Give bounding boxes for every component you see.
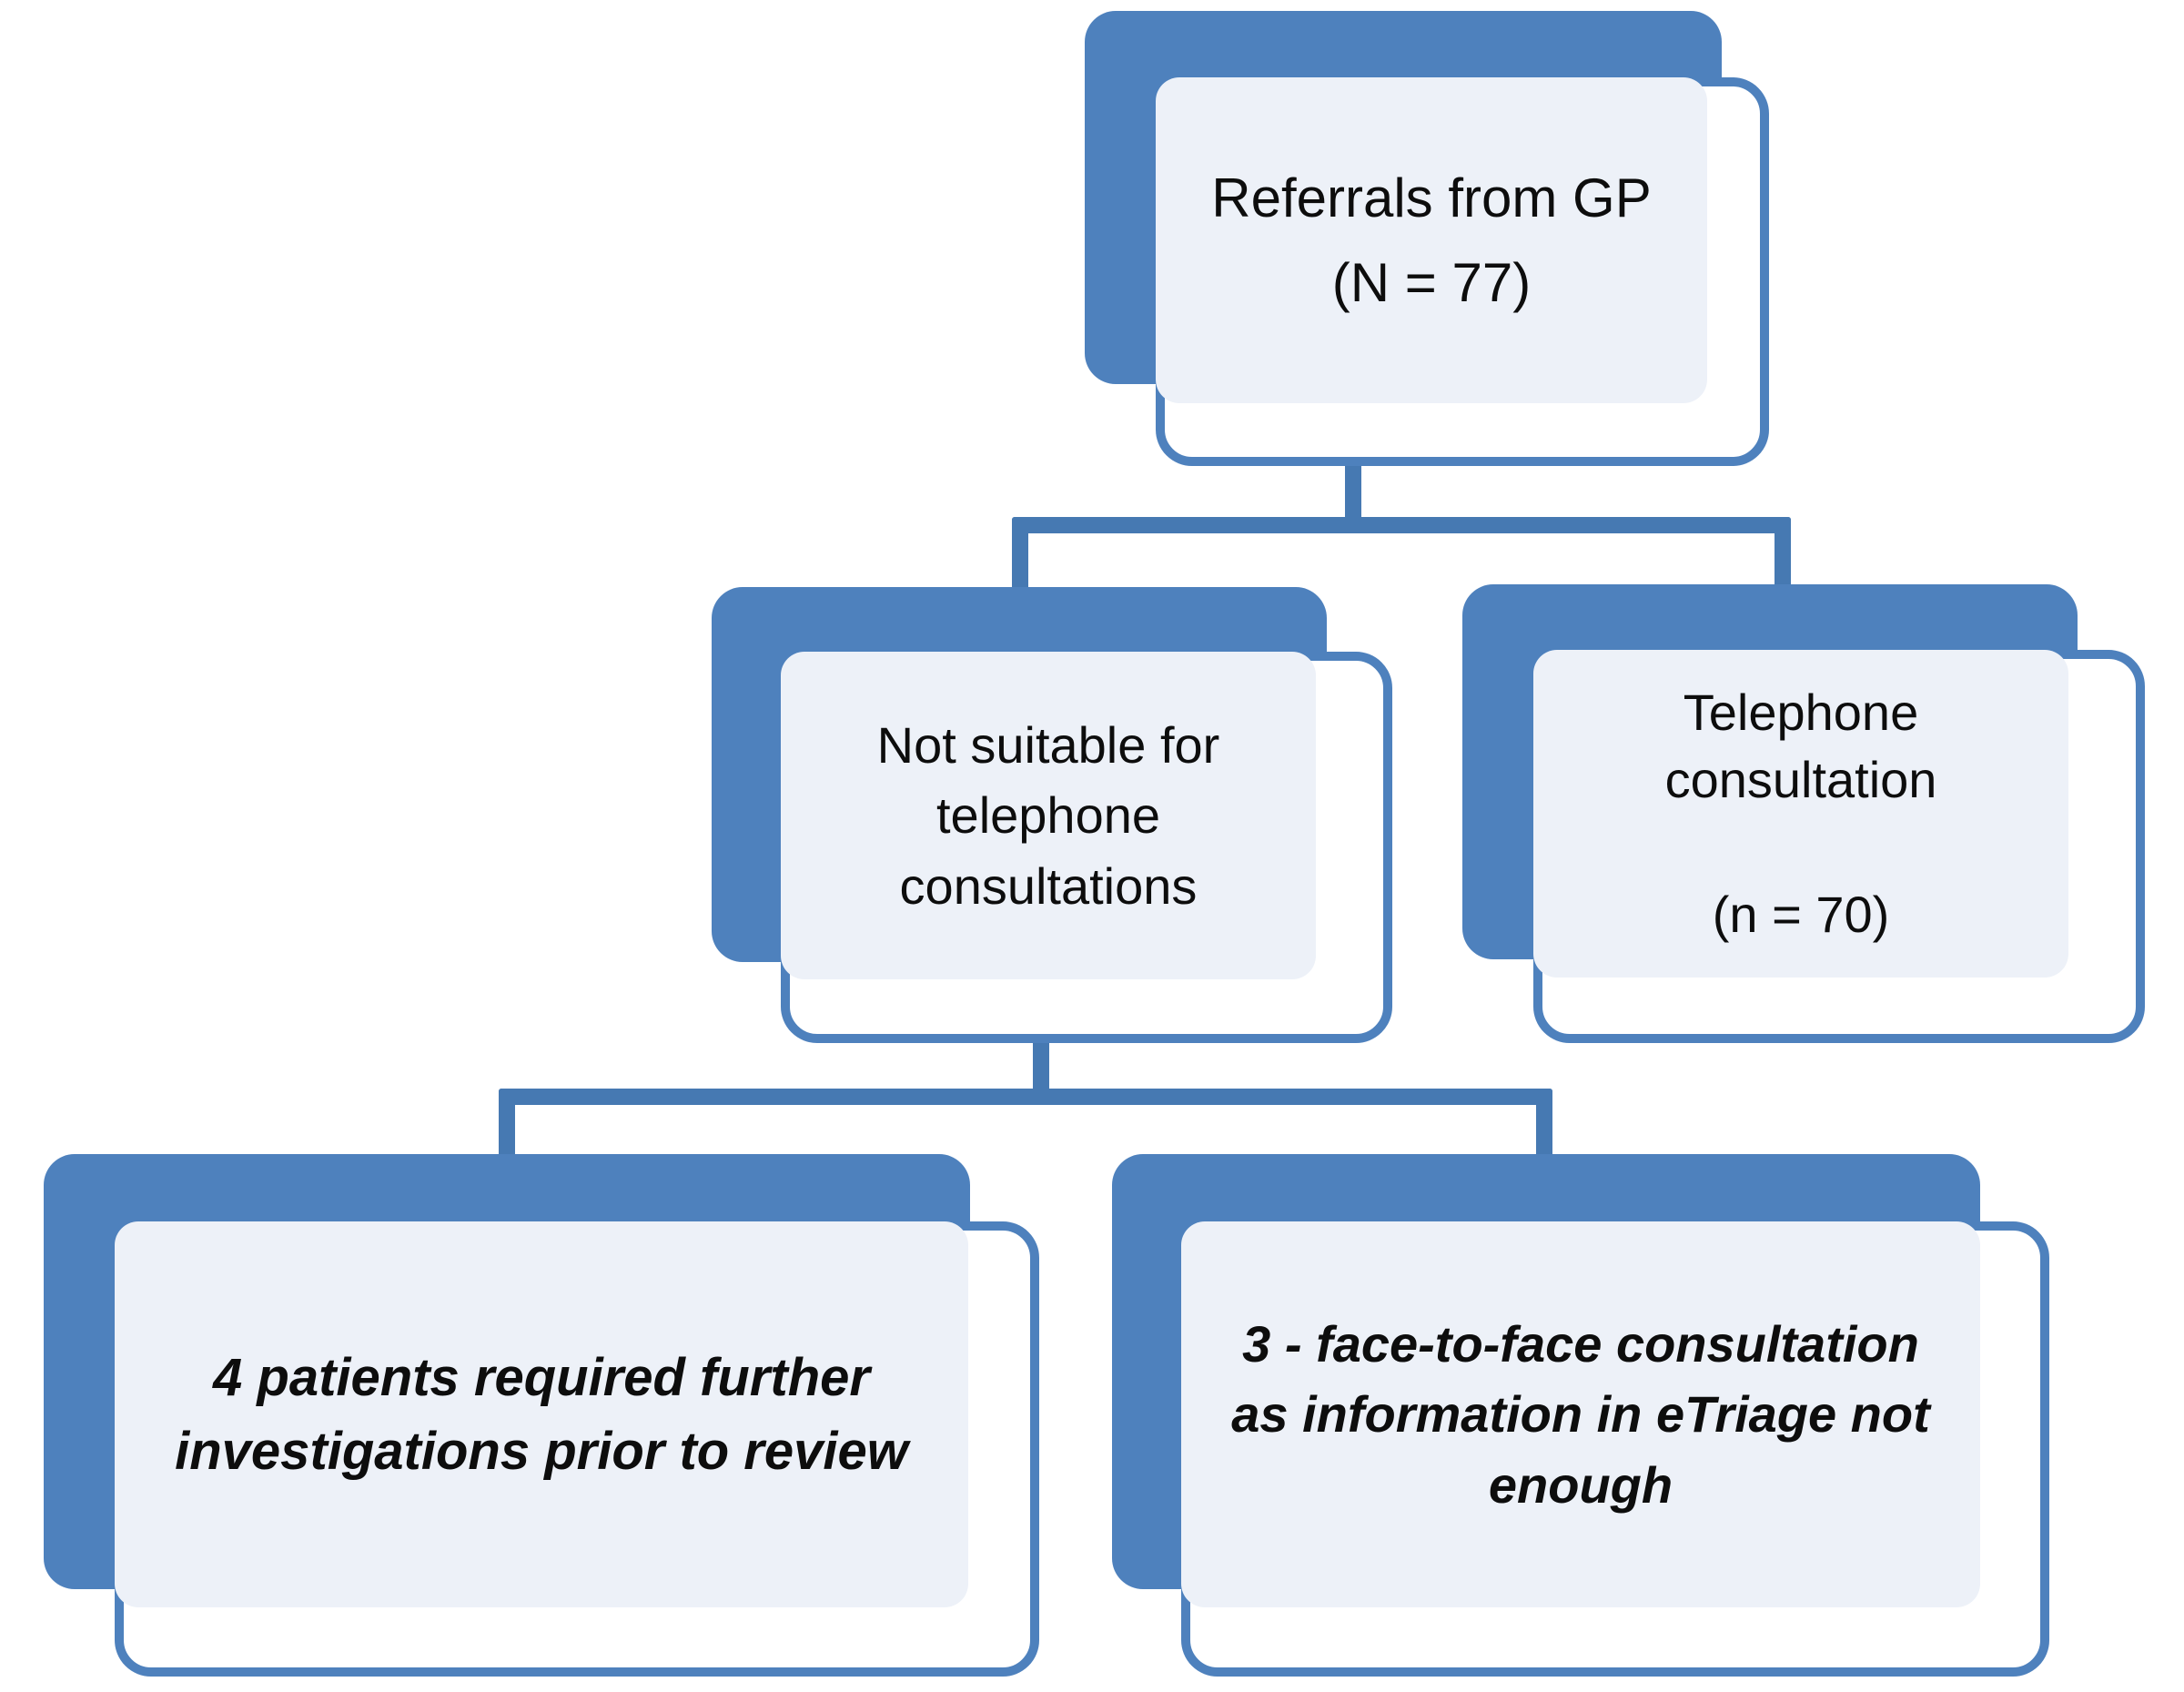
node-not-suitable-for-telephone-consultations[interactable]: Not suitable for telephone consultations bbox=[0, 0, 2184, 1056]
node-inner-panel: 4 patients required further investigatio… bbox=[115, 1221, 968, 1607]
node-referrals-from-gp[interactable]: Referrals from GP (N = 77) bbox=[0, 0, 2184, 473]
node-inner-panel: Referrals from GP (N = 77) bbox=[1156, 77, 1707, 403]
edge-row2-crossbar bbox=[499, 1089, 1552, 1105]
node-inner-panel: Not suitable for telephone consultations bbox=[781, 652, 1316, 979]
node-label-not-suitable-for-telephone-consultations: Not suitable for telephone consultations bbox=[876, 716, 1220, 915]
edge-referrals-to-telephone-leg bbox=[1774, 517, 1791, 606]
edge-referrals-to-not-suitable-leg bbox=[1012, 517, 1028, 606]
node-label-face-to-face-consultation: 3 - face-to-face consultation as informa… bbox=[1231, 1315, 1930, 1514]
node-label-referrals-from-gp: Referrals from GP (N = 77) bbox=[1211, 167, 1652, 313]
node-label-telephone-consultation: Telephone consultation (n = 70) bbox=[1664, 684, 1937, 943]
node-label-further-investigations: 4 patients required further investigatio… bbox=[175, 1347, 908, 1481]
node-inner-panel: 3 - face-to-face consultation as informa… bbox=[1181, 1221, 1980, 1607]
node-inner-panel: Telephone consultation (n = 70) bbox=[1533, 650, 2068, 978]
node-telephone-consultation[interactable]: Telephone consultation (n = 70) bbox=[0, 0, 2184, 1056]
edge-referrals-stem bbox=[1345, 455, 1361, 524]
edge-row1-crossbar bbox=[1012, 517, 1791, 533]
edge-not-suitable-stem bbox=[1033, 1027, 1049, 1096]
